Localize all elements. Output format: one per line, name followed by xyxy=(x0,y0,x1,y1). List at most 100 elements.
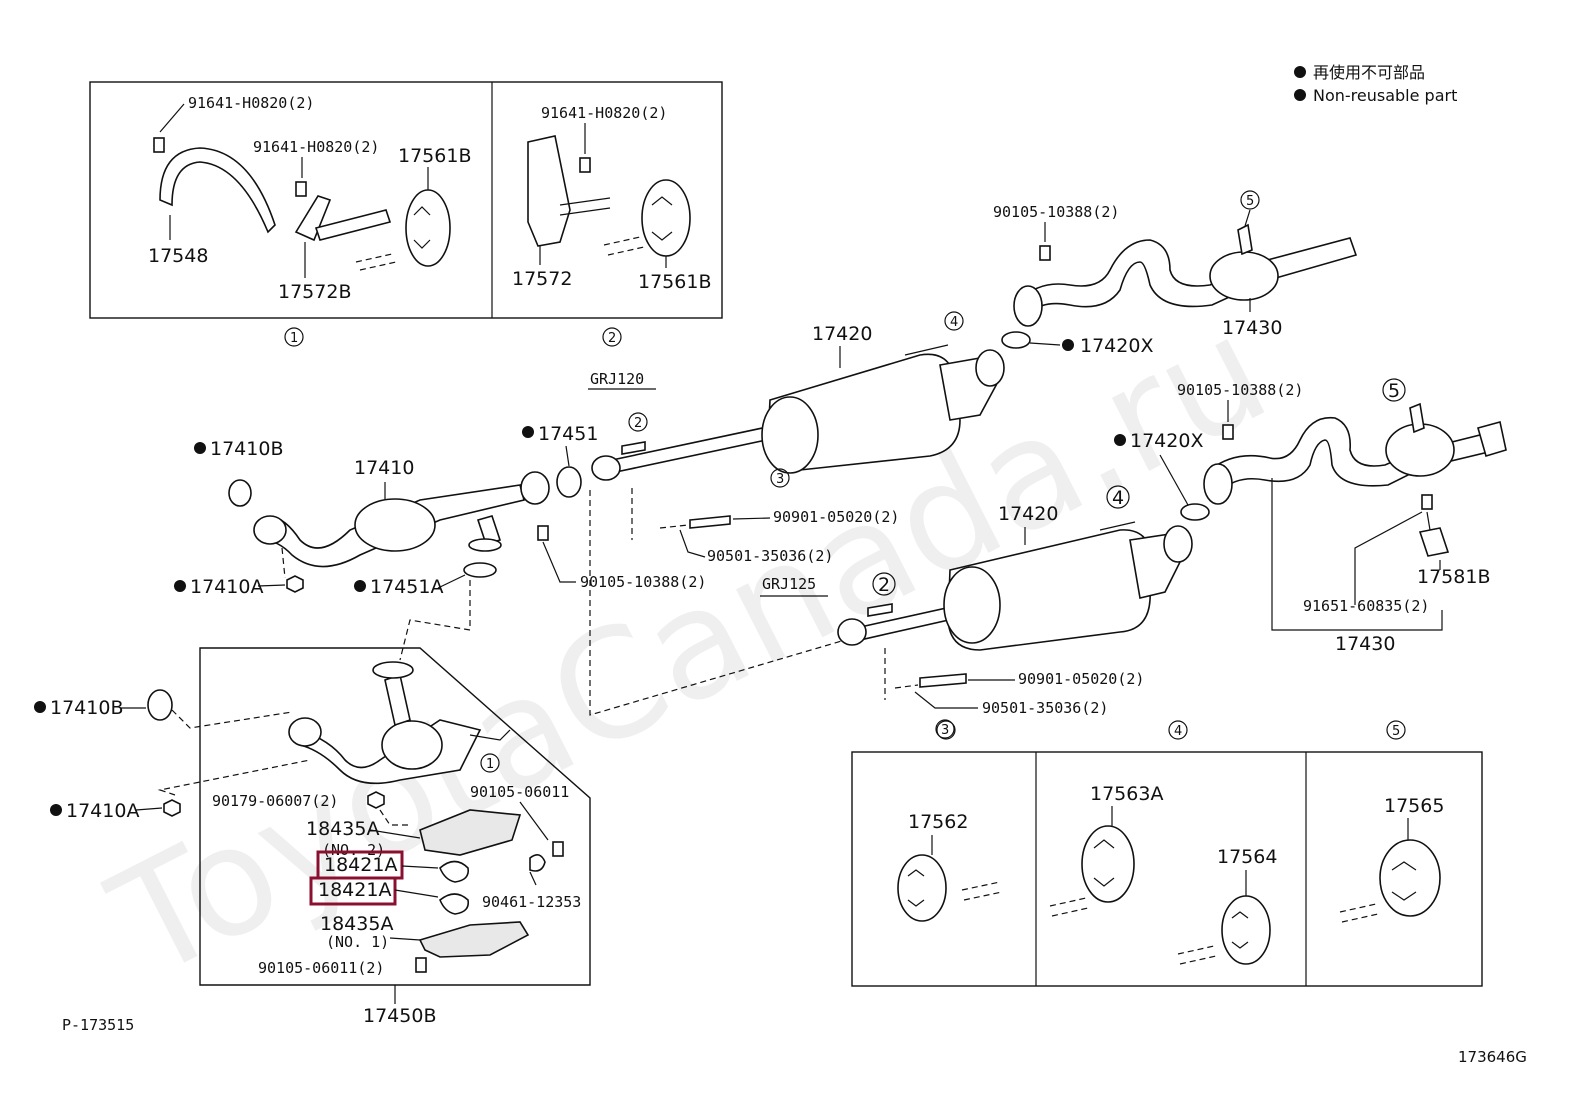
label-17561B-a: 17561B xyxy=(398,145,471,167)
bolt-icon xyxy=(552,841,564,857)
legend: 再使用不可部品 Non-reusable part xyxy=(1294,63,1457,105)
circle-5-label: 5 xyxy=(1392,724,1400,739)
circle-4-label: 4 xyxy=(1174,724,1182,739)
label-17410: 17410 xyxy=(354,457,414,479)
label-18435A-b-no: (NO. 1) xyxy=(326,933,389,951)
flange-icon xyxy=(591,455,621,481)
circle-4-icon xyxy=(1168,720,1188,740)
gasket-icon xyxy=(556,466,582,498)
hanger-17548-icon xyxy=(159,147,276,234)
muffler-assembly-a: GRJ120 2 4 17420 3 90901-05020(2) 90501-… xyxy=(588,311,1005,716)
label-91641-h0820-c: 91641-H0820(2) xyxy=(541,104,667,122)
circle-5-icon xyxy=(1382,378,1406,402)
label-18421A-a: 18421A xyxy=(324,854,397,876)
label-17420X-a: 17420X xyxy=(1080,335,1153,357)
nut-icon xyxy=(286,575,304,593)
circle-4-icon xyxy=(1106,485,1130,509)
non-reusable-bullet-icon xyxy=(194,442,206,454)
label-17451: 17451 xyxy=(538,423,598,445)
legend-bullet-icon xyxy=(1294,66,1306,78)
bolt-icon xyxy=(1222,424,1234,440)
circle-3-label: 3 xyxy=(776,472,784,487)
non-reusable-bullet-icon xyxy=(1114,434,1126,446)
nut-icon xyxy=(163,799,181,817)
bolt-icon xyxy=(415,957,427,973)
flange-icon xyxy=(372,661,414,679)
nut-icon xyxy=(367,791,385,809)
label-17561B-b: 17561B xyxy=(638,271,711,293)
gasket-icon xyxy=(228,479,252,507)
non-reusable-bullet-icon xyxy=(1062,339,1074,351)
bracket-17572B-icon xyxy=(294,195,332,242)
label-17565: 17565 xyxy=(1384,795,1444,817)
circle-1-icon xyxy=(480,753,500,773)
main-muffler-icon xyxy=(947,529,1153,651)
bracket-17572-icon xyxy=(527,135,571,247)
circle-2-label: 2 xyxy=(608,331,616,346)
insulator-17561B-icon xyxy=(405,189,451,267)
variant-grj120: GRJ120 xyxy=(590,370,644,388)
gasket-icon xyxy=(1001,331,1031,349)
circle-2-label: 2 xyxy=(634,416,642,431)
label-90105-06011-b: 90105-06011(2) xyxy=(258,959,384,977)
label-17420-b: 17420 xyxy=(998,503,1058,525)
insulator-17561B-icon xyxy=(641,179,691,257)
circle-2-label: 2 xyxy=(878,574,890,596)
sub-muffler-icon xyxy=(1209,251,1279,301)
label-17410A-b: 17410A xyxy=(66,800,139,822)
flange-icon xyxy=(837,618,867,646)
label-90901-05020-b: 90901-05020(2) xyxy=(1018,670,1144,688)
label-18435A-a: 18435A xyxy=(306,818,379,840)
legend-item-en: Non-reusable part xyxy=(1313,86,1457,105)
label-91641-h0820-a: 91641-H0820(2) xyxy=(188,94,314,112)
label-17564: 17564 xyxy=(1217,846,1277,868)
label-91641-h0820-b: 91641-H0820(2) xyxy=(253,138,379,156)
bolt-icon xyxy=(295,181,307,197)
circle-4-label: 4 xyxy=(1112,487,1124,509)
circle-1-label: 1 xyxy=(486,757,494,772)
label-90501-35036-b: 90501-35036(2) xyxy=(982,699,1108,717)
sub-muffler-icon xyxy=(1385,423,1455,477)
label-17562: 17562 xyxy=(908,811,968,833)
non-reusable-bullet-icon xyxy=(34,701,46,713)
gasket-icon xyxy=(463,562,497,578)
non-reusable-bullet-icon xyxy=(354,580,366,592)
circle-4-label: 4 xyxy=(950,315,958,330)
label-90179-06007: 90179-06007(2) xyxy=(212,792,338,810)
label-17451A: 17451A xyxy=(370,576,443,598)
circle-5-label: 5 xyxy=(1388,380,1400,402)
non-reusable-bullet-icon xyxy=(174,580,186,592)
non-reusable-bullet-icon xyxy=(50,804,62,816)
circle-3-label: 3 xyxy=(941,723,949,738)
heat-insulator-no2-icon xyxy=(419,809,522,856)
circle-5-icon xyxy=(1386,720,1406,740)
gasket-icon xyxy=(1180,503,1210,521)
circle-4-icon xyxy=(944,311,964,331)
label-17572: 17572 xyxy=(512,268,572,290)
circle-2-icon xyxy=(628,412,648,432)
flange-icon xyxy=(520,471,550,505)
label-17450B: 17450B xyxy=(363,1005,436,1027)
label-17420X-b: 17420X xyxy=(1130,430,1203,452)
label-17572B: 17572B xyxy=(278,281,351,303)
bolt-icon xyxy=(153,137,165,153)
insulator-17565-icon xyxy=(1379,839,1441,917)
label-18421A-b: 18421A xyxy=(318,879,391,901)
diagram-code-right: 173646G xyxy=(1458,1048,1527,1066)
muffler-assembly-b: GRJ125 2 17420 4 90901-05020(2) 90501-35… xyxy=(760,485,1193,739)
circle-3-icon xyxy=(935,719,955,739)
label-90501-35036-a: 90501-35036(2) xyxy=(707,547,833,565)
label-18435A-b: 18435A xyxy=(320,913,393,935)
bolt-icon xyxy=(1039,245,1051,261)
label-17563A: 17563A xyxy=(1090,783,1163,805)
label-17581B: 17581B xyxy=(1417,566,1490,588)
legend-item-jp: 再使用不可部品 xyxy=(1313,63,1425,82)
label-90105-06011-a: 90105-06011 xyxy=(470,783,569,801)
legend-bullet-icon xyxy=(1294,89,1306,101)
clamp-icon xyxy=(529,854,546,872)
circle-2-icon xyxy=(602,327,622,347)
label-17420-a: 17420 xyxy=(812,323,872,345)
detail-box-1-2: 91641-H0820(2) 91641-H0820(2) 17561B 175… xyxy=(89,81,723,347)
variant-grj125: GRJ125 xyxy=(762,575,816,593)
